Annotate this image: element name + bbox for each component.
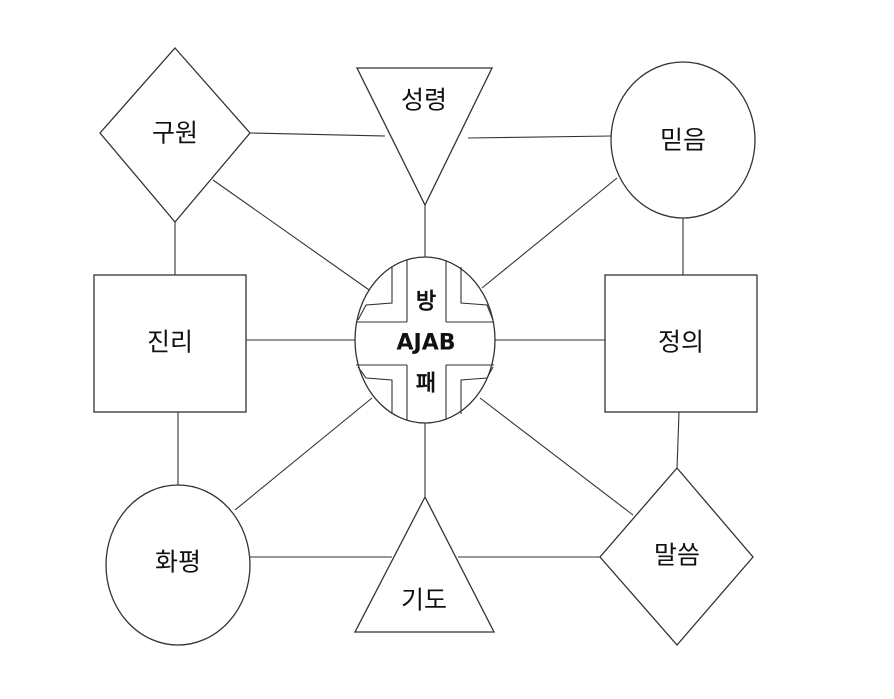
inverted-triangle-shape xyxy=(355,67,494,207)
ellipse-shape xyxy=(610,61,756,219)
spoke-faith xyxy=(481,177,618,289)
line-salvation-spirit xyxy=(249,132,386,137)
line-spirit-faith xyxy=(467,135,613,139)
node-label: 성령 xyxy=(401,86,447,115)
center-label-top: 방 xyxy=(416,290,436,315)
node-peace: 화평 xyxy=(105,484,251,646)
node-label: 화평 xyxy=(155,548,201,577)
cross-icon xyxy=(356,260,494,420)
node-label: 말씀 xyxy=(654,541,700,570)
line-righteousness-word xyxy=(676,411,680,470)
node-label: 믿음 xyxy=(660,126,706,155)
node-holy-spirit: 성령 xyxy=(355,67,494,207)
center-label-bottom: 패 xyxy=(416,372,436,397)
ellipse-shape xyxy=(105,484,251,646)
node-faith: 믿음 xyxy=(610,61,756,219)
center-emblem: 방 AJAB 패 xyxy=(354,256,496,424)
node-prayer: 기도 xyxy=(353,495,496,633)
diamond-shape xyxy=(599,467,754,646)
node-label: 기도 xyxy=(401,586,447,615)
square-shape xyxy=(604,274,758,413)
node-label: 정의 xyxy=(658,328,704,357)
node-truth: 진리 xyxy=(93,274,247,413)
center-label-middle: AJAB xyxy=(396,331,455,356)
triangle-shape xyxy=(353,495,496,633)
spoke-salvation xyxy=(212,179,373,293)
square-shape xyxy=(93,274,247,413)
spoke-word xyxy=(479,397,634,516)
node-word: 말씀 xyxy=(599,467,754,646)
center-ellipse xyxy=(354,256,496,424)
connector-lines xyxy=(174,132,684,558)
diamond-shape xyxy=(99,47,251,224)
node-label: 구원 xyxy=(152,119,198,148)
node-righteousness: 정의 xyxy=(604,274,758,413)
spoke-peace xyxy=(234,397,373,511)
node-salvation: 구원 xyxy=(99,47,251,224)
node-label: 진리 xyxy=(147,328,193,357)
